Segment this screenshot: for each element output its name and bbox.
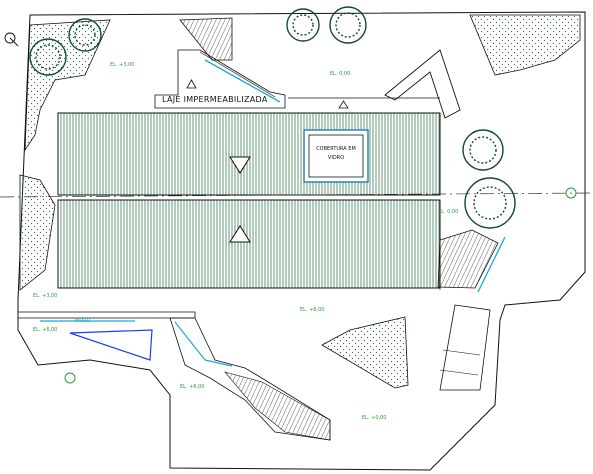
angled-canopy — [384, 49, 461, 119]
level-left-mid: EL. +3,00 — [33, 293, 58, 299]
roof-lower-half — [57, 199, 441, 289]
roof-upper-half — [57, 112, 441, 196]
north-arrow-icon — [4, 32, 19, 47]
glass-roof — [303, 129, 369, 183]
level-bottom-center: EL. +6,00 — [180, 384, 205, 390]
level-marker-1 — [186, 79, 197, 89]
level-right-mid: EL. 0,00 — [438, 209, 459, 215]
level-marker-2 — [338, 100, 349, 109]
service-block — [439, 304, 491, 391]
level-top-center: EL. 0,00 — [330, 71, 351, 77]
planting-area-top-left — [24, 19, 111, 152]
level-bottom-right: EL. +0,00 — [362, 415, 387, 421]
level-center-right: EL. +6,00 — [300, 307, 325, 313]
slope-arrow-down — [229, 225, 251, 243]
planting-area-bottom — [321, 316, 409, 389]
right-stair — [437, 229, 499, 289]
ramp — [69, 329, 153, 361]
planting-area-top-right — [469, 14, 581, 76]
top-stair — [179, 17, 233, 61]
tree-icon — [29, 6, 516, 229]
bottom-stair — [224, 371, 331, 441]
glass-roof-label-1: COBERTURA EM — [316, 146, 356, 152]
glass-roof-label-2: VIDRO — [327, 155, 345, 161]
site-boundary — [17, 11, 586, 471]
level-top-left: EL. +3,00 — [110, 62, 135, 68]
title-label: LAJE IMPERMEABILIZADA — [162, 95, 268, 104]
slope-arrow-up — [229, 156, 251, 174]
muro-label: MURO — [75, 318, 91, 324]
axis-marker-icon — [64, 187, 577, 384]
planting-area-left — [19, 174, 56, 291]
level-bottom-left: EL. +6,00 — [33, 327, 58, 333]
